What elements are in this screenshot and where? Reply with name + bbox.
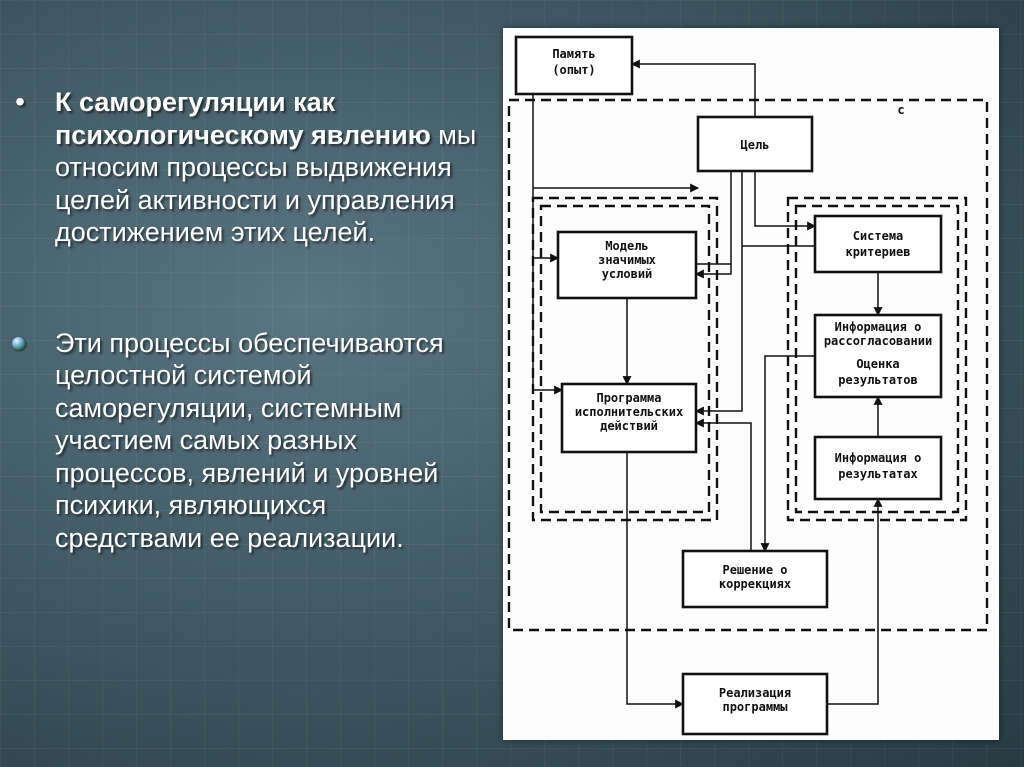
bullet-1-bold: К саморегуляции как психологическому явл… <box>55 87 431 150</box>
program-box <box>560 382 698 454</box>
bullet-1-text: мы относим процессы выдвижения целей акт… <box>55 119 477 248</box>
arrow-decision-to-program <box>694 418 752 551</box>
outer-dashed-frame <box>507 98 989 632</box>
memory-label-2: (опыт) <box>552 63 595 77</box>
mismatch-label-2: рассогласовании <box>824 334 932 348</box>
model-label-2: значимых <box>598 253 656 267</box>
decision-box <box>681 549 829 609</box>
diagram-svg: Память (опыт) Цель Модель значимых услов… <box>507 35 989 736</box>
criteria-label-1: Система <box>853 229 904 243</box>
arrow-mismatch-to-decision <box>760 355 815 553</box>
memory-box <box>514 35 634 96</box>
mismatch-label-4: результатов <box>838 373 917 387</box>
mismatch-label-3: Оценка <box>856 357 899 371</box>
program-label-1: Программа <box>596 391 661 405</box>
criteria-label-2: критериев <box>845 245 910 259</box>
diagram-boxes <box>514 35 943 736</box>
bullet-paragraph-2: Эти процессы обеспечиваются целостной си… <box>10 327 480 555</box>
arrow-goal-to-memory <box>630 59 756 117</box>
arrow-goal-to-model <box>694 171 732 279</box>
model-label-1: Модель <box>605 239 648 253</box>
globe-bullet-icon <box>12 336 25 350</box>
mismatch-label-1: Информация о <box>835 320 922 334</box>
diagram-connectors <box>532 59 883 709</box>
realization-box <box>681 672 829 736</box>
arrow-realization-to-results <box>827 497 883 705</box>
arrow-memory-to-program <box>532 94 564 395</box>
program-label-3: действий <box>600 419 658 433</box>
arrow-goal-to-program <box>694 171 743 416</box>
right-dashed-frame-inner <box>794 204 960 514</box>
realization-label-1: Реализация <box>719 686 791 700</box>
bullet-paragraph-1: • К саморегуляции как психологическому я… <box>10 86 480 249</box>
results-label-2: результатах <box>838 467 917 481</box>
arrow-goal-to-criteria <box>754 171 817 231</box>
arrow-program-to-realization <box>626 452 685 709</box>
model-label-3: условий <box>602 267 653 281</box>
program-label-2: исполнительских <box>575 405 683 419</box>
criteria-box <box>813 214 943 274</box>
self-regulation-diagram: Память (опыт) Цель Модель значимых услов… <box>503 28 999 740</box>
memory-label-1: Память <box>552 47 595 61</box>
results-label-1: Информация о <box>835 451 922 465</box>
bullet-2-text: Эти процессы обеспечиваются целостной си… <box>55 327 444 553</box>
slide-text: • К саморегуляции как психологическому я… <box>10 86 480 554</box>
right-dashed-frame-outer <box>786 196 968 522</box>
decision-label-2: коррекциях <box>719 577 791 591</box>
decision-label-1: Решение о <box>722 563 787 577</box>
corner-mark: с <box>897 103 904 117</box>
left-dashed-frame-inner <box>539 204 711 514</box>
realization-label-2: программы <box>722 700 788 714</box>
goal-label: Цель <box>741 138 770 152</box>
diagram-labels: Память (опыт) Цель Модель значимых услов… <box>552 47 932 714</box>
dot-bullet-icon: • <box>15 86 25 117</box>
